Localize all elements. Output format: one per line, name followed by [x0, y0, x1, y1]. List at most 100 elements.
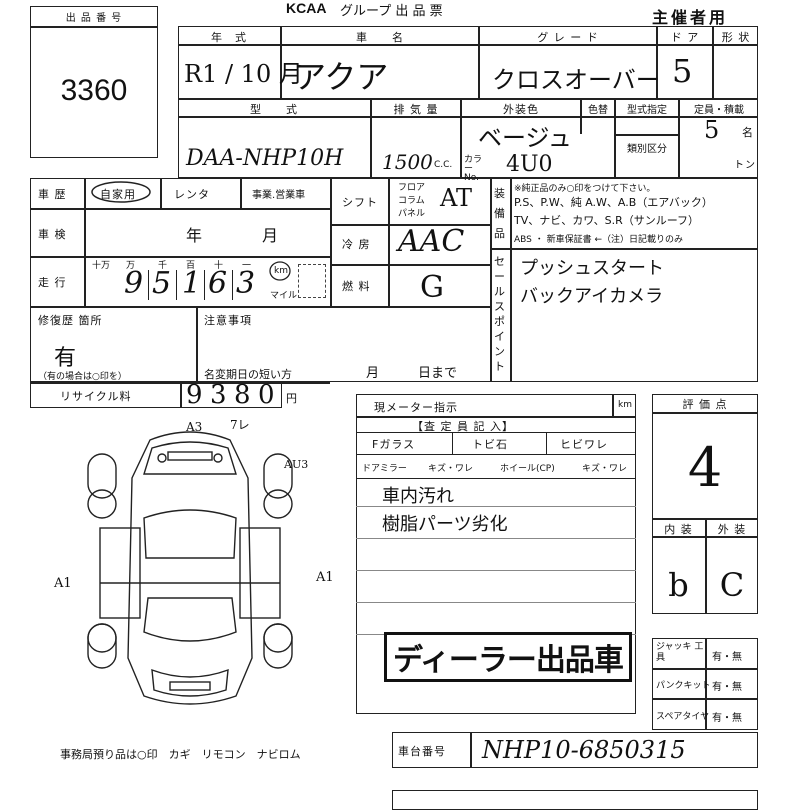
history-rental: レンタ: [174, 188, 210, 201]
mileage-digit-value-3: 1: [182, 266, 202, 301]
chip-label: トビ石: [472, 438, 508, 451]
sales-point-label: セールスポイント: [494, 255, 505, 373]
recycle-unit: 円: [286, 392, 298, 405]
mileage-label: 走 行: [38, 276, 67, 289]
car-name-value: アクア: [294, 58, 389, 96]
chassis-label: 車台番号: [398, 745, 446, 758]
mileage-digit-10k: 万: [126, 261, 136, 271]
puncture-kit-options: 有・無: [712, 682, 742, 693]
repair-history-value: 有: [54, 346, 77, 371]
color-code-value: 4U0: [506, 152, 553, 177]
mileage-digit-value-5: 3: [236, 266, 256, 301]
model-year-value: R1 / 10 月: [184, 60, 303, 88]
notes-day-until: 日まで: [418, 366, 458, 381]
grade-label: グ レ ー ド: [537, 31, 599, 44]
history-label: 車 歴: [38, 188, 67, 201]
recycle-label: リサイクル料: [60, 390, 132, 403]
inspection-label: 車 検: [38, 228, 67, 241]
mileage-digit-value-4: 6: [208, 266, 228, 301]
fuel-label: 燃 料: [342, 280, 371, 293]
shift-floor: フロア: [398, 183, 426, 193]
displacement-label: 排 気 量: [393, 103, 439, 116]
sales-point-line-2: バックアイカメラ: [520, 286, 664, 307]
vehicle-info-grid: [178, 26, 758, 178]
year-label: 年 式: [211, 31, 247, 44]
diagram-mark-w: 7レ: [230, 418, 250, 432]
door-mirror-damage: キズ・ワレ: [428, 464, 474, 474]
header-title: グループ 出 品 票: [340, 4, 443, 19]
mileage-digit-100k: 十万: [92, 261, 111, 271]
equipment-line2: TV、ナビ、カワ、S.R（サンルーフ）: [514, 214, 700, 227]
diagram-mark-au3: AU3: [284, 458, 309, 471]
recycle-digit-4: 0: [258, 380, 275, 410]
type-designation-label: 型式指定: [627, 105, 667, 116]
crack-label: ヒビワレ: [560, 438, 608, 451]
dealer-stamp: ディーラー出品車: [384, 632, 632, 682]
body-type-label: 形 状: [721, 31, 751, 44]
ton-unit: トン: [734, 160, 756, 171]
diagram-mark-a1-left: A1: [54, 576, 72, 591]
header-logo: KCAA: [286, 0, 327, 16]
fuel-value: G: [420, 270, 444, 305]
lot-label: 出 品 番 号: [65, 13, 123, 24]
model-code-label: 型 式: [250, 103, 298, 116]
score-value: 4: [687, 436, 723, 499]
meter-unit: km: [618, 400, 632, 410]
interior-label: 内 装: [664, 523, 693, 536]
puncture-kit-label: パンクキット: [656, 681, 711, 691]
diagram-mark-a1-right: A1: [316, 570, 334, 585]
inspection-month-unit: 月: [262, 226, 280, 245]
remark-2: 樹脂パーツ劣化: [382, 514, 508, 535]
notes-label: 注意事項: [204, 314, 252, 327]
short-date-label: 名変期日の短い方: [204, 368, 292, 381]
chassis-box: [392, 732, 758, 768]
history-grid: [30, 178, 758, 382]
inspection-year-unit: 年: [186, 226, 204, 245]
shift-value: AT: [440, 184, 473, 212]
jack-tool-label: ジャッキ 工 具: [656, 642, 704, 663]
mileage-digit-10: 十: [214, 261, 224, 271]
cc-unit: C.C.: [434, 160, 453, 170]
wheel-damage: キズ・ワレ: [582, 464, 628, 474]
exterior-color-label: 外装色: [503, 103, 539, 116]
class-label: 類別区分: [627, 144, 667, 155]
equipment-label: 装 備 品: [494, 187, 505, 240]
equipment-line1: P.S、P.W、純 A.W、A.B（エアバック）: [514, 196, 713, 209]
remark-1: 車内汚れ: [382, 486, 454, 507]
shift-panel: パネル: [398, 209, 426, 219]
mileage-unit-km: km: [274, 266, 288, 276]
diagram-mark-a3: A3: [186, 420, 203, 434]
office-note: 事務局預り品は○印 カギ リモコン ナビロム: [60, 748, 301, 761]
appraiser-title: 【査 定 員 記 入】: [412, 420, 514, 433]
history-circle-mark: [91, 181, 151, 203]
car-name-label: 車 名: [356, 31, 404, 44]
mileage-digit-value-1: 9: [124, 266, 144, 301]
f-glass-label: Fガラス: [372, 438, 416, 451]
sales-point-line-1: プッシュスタート: [520, 258, 664, 279]
notes-month: 月: [366, 366, 381, 381]
history-private: 自家用: [100, 188, 136, 201]
door-label: ド ア: [670, 31, 700, 44]
jack-tool-options: 有・無: [712, 652, 742, 663]
model-code-value: DAA-NHP10H: [186, 146, 344, 171]
doors-value: 5: [672, 52, 693, 90]
mileage-check-box: [298, 264, 326, 298]
spare-tire-label: スペアタイヤ: [656, 712, 710, 722]
shift-column: コラム: [398, 196, 425, 206]
score-label: 評 価 点: [682, 398, 728, 411]
capacity-value: 5: [704, 116, 720, 144]
chassis-value: NHP10-6850315: [482, 736, 686, 764]
lot-box: [30, 6, 158, 158]
shift-label: シフト: [342, 196, 378, 209]
mileage-digit-100: 百: [186, 261, 196, 271]
wheel-label: ホイール(CP): [500, 464, 555, 474]
interior-score: b: [668, 566, 689, 604]
door-mirror-label: ドアミラー: [362, 464, 407, 474]
ac-label: 冷 房: [342, 238, 371, 251]
exterior-label: 外 装: [717, 523, 747, 536]
history-business: 事業.営業車: [252, 190, 306, 201]
equipment-line3: ABS ・ 新車保証書 ←（注）日記載りのみ: [514, 235, 684, 245]
repair-history-label: 修復歴 箇所: [38, 314, 103, 327]
ac-value: AAC: [398, 224, 465, 259]
bottom-extra-box: [392, 790, 758, 810]
